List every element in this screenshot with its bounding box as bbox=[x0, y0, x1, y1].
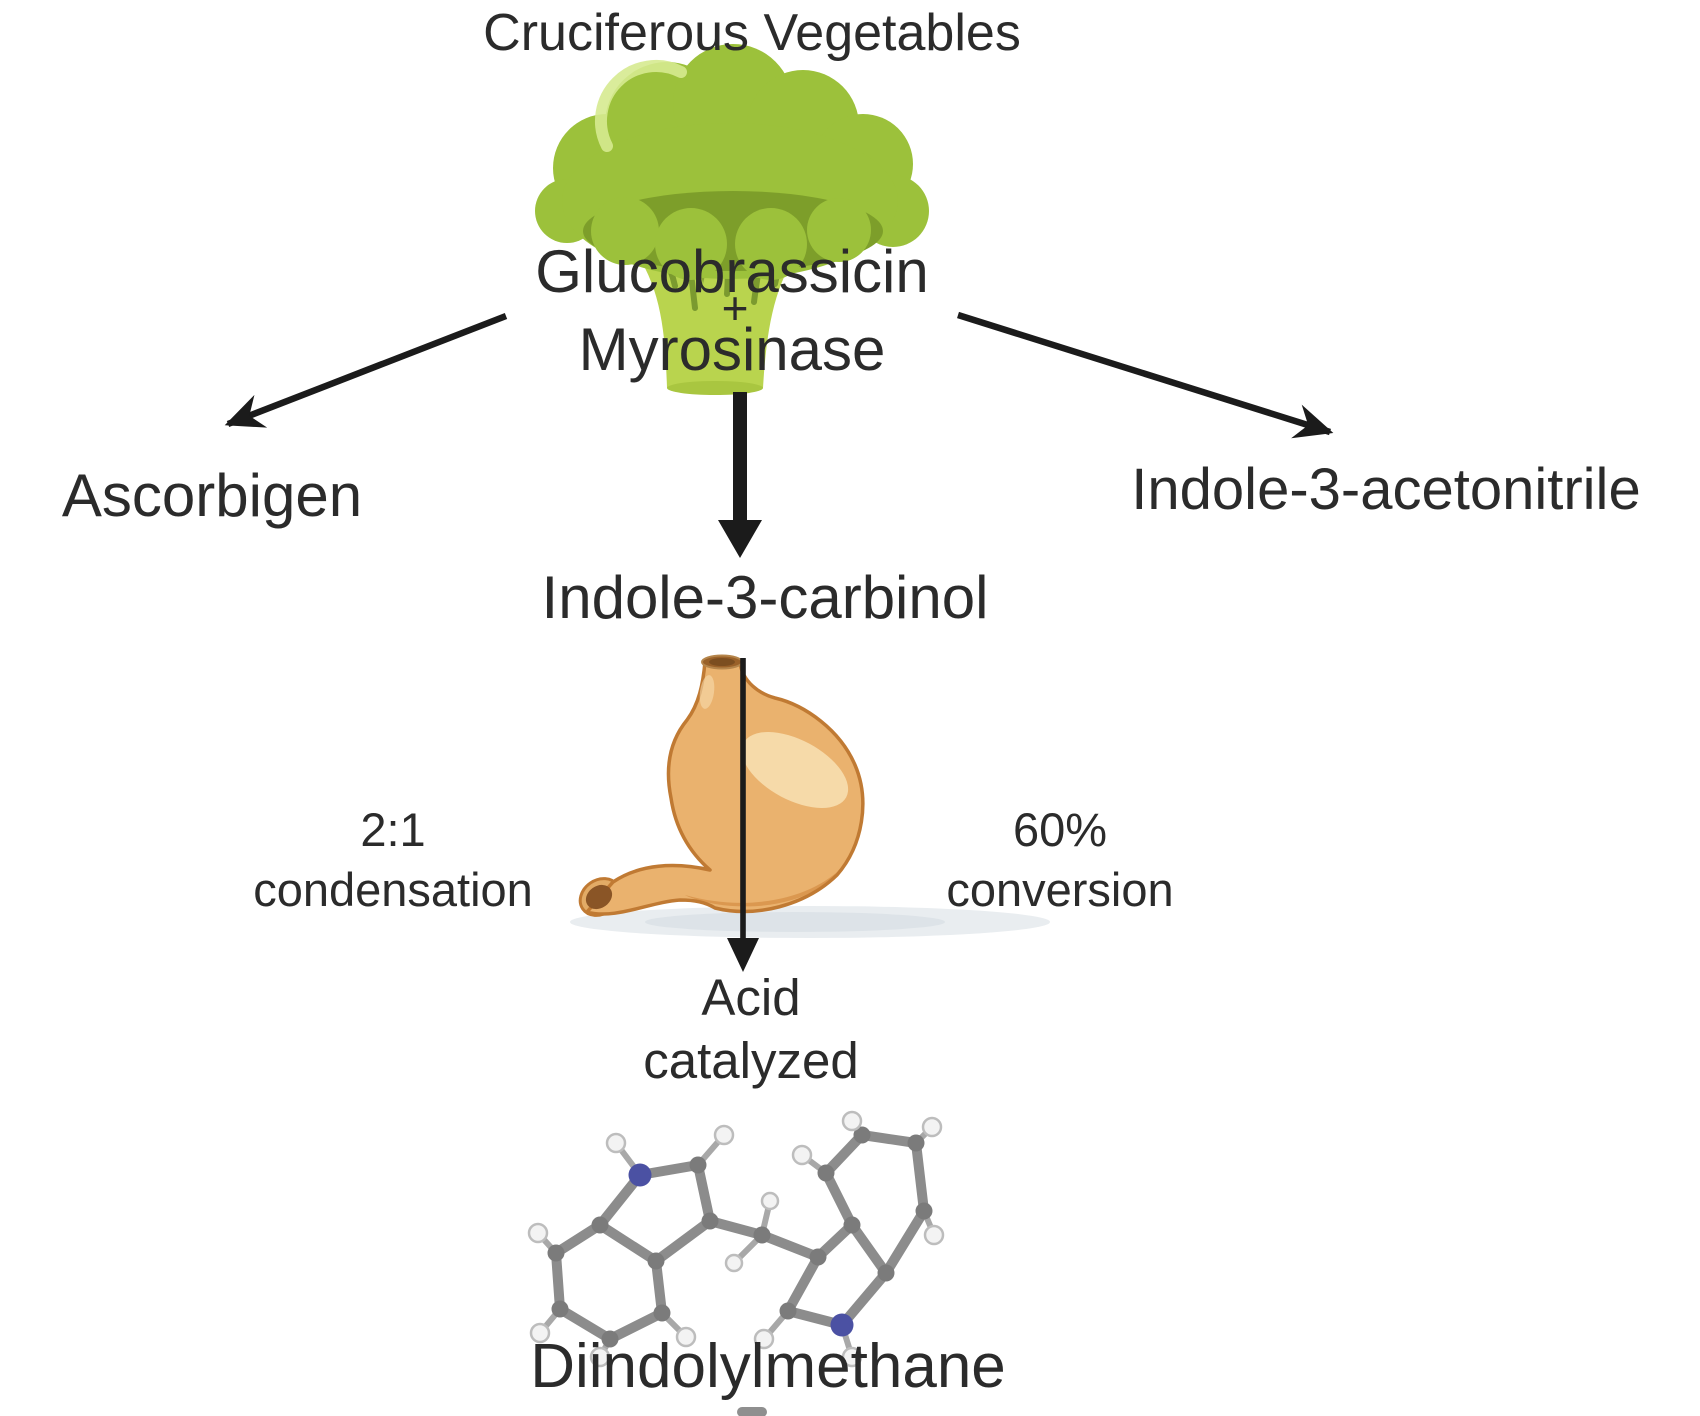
broccoli-highlight bbox=[595, 60, 687, 152]
esophagus-opening bbox=[709, 658, 735, 666]
carbon-atom bbox=[753, 1226, 771, 1244]
hydrogen-atom bbox=[675, 1326, 697, 1348]
hydrogen-atom bbox=[841, 1346, 863, 1368]
stomach-ground-shadow-inner bbox=[645, 912, 945, 932]
hydrogen-atom bbox=[841, 1110, 863, 1132]
note-conversion-percent: 60% conversion bbox=[860, 800, 1260, 920]
hydrogen-atom bbox=[713, 1124, 735, 1146]
carbon-atom bbox=[877, 1264, 895, 1282]
note-acid-line2: catalyzed bbox=[643, 1032, 859, 1089]
carbon-atom bbox=[601, 1330, 619, 1348]
hydrogen-atom bbox=[529, 1322, 551, 1344]
broccoli-stem-base bbox=[667, 381, 763, 395]
carbon-atom bbox=[591, 1216, 609, 1234]
label-indole-3-acetonitrile: Indole-3-acetonitrile bbox=[1131, 457, 1641, 522]
stomach-highlight bbox=[741, 732, 849, 808]
label-ascorbigen: Ascorbigen bbox=[61, 462, 363, 529]
hydrogen-atom bbox=[921, 1116, 943, 1138]
duodenum-opening bbox=[585, 884, 613, 910]
note-conversion-line1: 60% bbox=[1012, 803, 1108, 856]
carbon-atom bbox=[779, 1302, 797, 1320]
esophagus-highlight bbox=[699, 675, 715, 709]
arrow-to-ascorbigen bbox=[224, 312, 508, 428]
plus-sign: + bbox=[721, 282, 749, 334]
hydrogen-atom bbox=[760, 1191, 780, 1211]
note-acid-line1: Acid bbox=[701, 969, 801, 1026]
carbon-atom bbox=[809, 1248, 827, 1266]
nitrogen-atoms bbox=[628, 1163, 854, 1337]
carbon-atom bbox=[653, 1304, 671, 1322]
arrow-to-diindolylmethane bbox=[727, 658, 759, 972]
note-condensation-line1: 2:1 bbox=[360, 803, 426, 856]
hydrogen-atom bbox=[923, 1224, 945, 1246]
label-myrosinase: Myrosinase bbox=[578, 316, 886, 383]
carbon-atom bbox=[907, 1134, 925, 1152]
broccoli-bottom-florets bbox=[591, 197, 871, 280]
carbon-atom bbox=[551, 1300, 569, 1318]
note-conversion-line2: conversion bbox=[946, 863, 1174, 916]
hydrogen-atom bbox=[605, 1132, 627, 1154]
note-condensation-ratio: 2:1 condensation bbox=[193, 800, 593, 920]
carbon-atom bbox=[817, 1164, 835, 1182]
carbon-atoms bbox=[547, 1126, 933, 1348]
hydrogen-atom bbox=[527, 1222, 549, 1244]
dim-molecule-icon bbox=[527, 1110, 945, 1368]
hydrogen-atom bbox=[791, 1144, 813, 1166]
carbon-atom bbox=[843, 1216, 861, 1234]
stomach-body bbox=[585, 660, 865, 916]
carbon-atom bbox=[547, 1244, 565, 1262]
arrow-to-acetonitrile bbox=[957, 311, 1334, 439]
label-diindolylmethane: Diindolylmethane bbox=[530, 1332, 1006, 1401]
cropped-edge-artifact bbox=[737, 1407, 767, 1416]
molecule-h-bonds bbox=[535, 1118, 937, 1360]
label-glucobrassicin: Glucobrassicin bbox=[535, 238, 929, 305]
carbon-atom bbox=[689, 1156, 707, 1174]
carbon-atom bbox=[915, 1202, 933, 1220]
carbon-atom bbox=[701, 1212, 719, 1230]
stomach-icon bbox=[570, 654, 1050, 938]
note-condensation-line2: condensation bbox=[253, 863, 533, 916]
hydrogen-atom bbox=[753, 1328, 775, 1350]
diagram-title: Cruciferous Vegetables bbox=[483, 4, 1021, 62]
label-indole-3-carbinol: Indole-3-carbinol bbox=[541, 564, 989, 631]
hydrogen-atom bbox=[724, 1253, 744, 1273]
nitrogen-atom bbox=[628, 1163, 652, 1187]
carbon-atom bbox=[647, 1252, 665, 1270]
hydrogen-atoms bbox=[527, 1110, 945, 1368]
note-acid-catalyzed: Acid catalyzed bbox=[551, 966, 951, 1092]
nitrogen-atom bbox=[830, 1313, 854, 1337]
carbon-atom bbox=[853, 1126, 871, 1144]
hydrogen-atom bbox=[589, 1346, 611, 1368]
broccoli-icon bbox=[535, 44, 929, 395]
arrow-to-carbinol bbox=[718, 392, 762, 558]
